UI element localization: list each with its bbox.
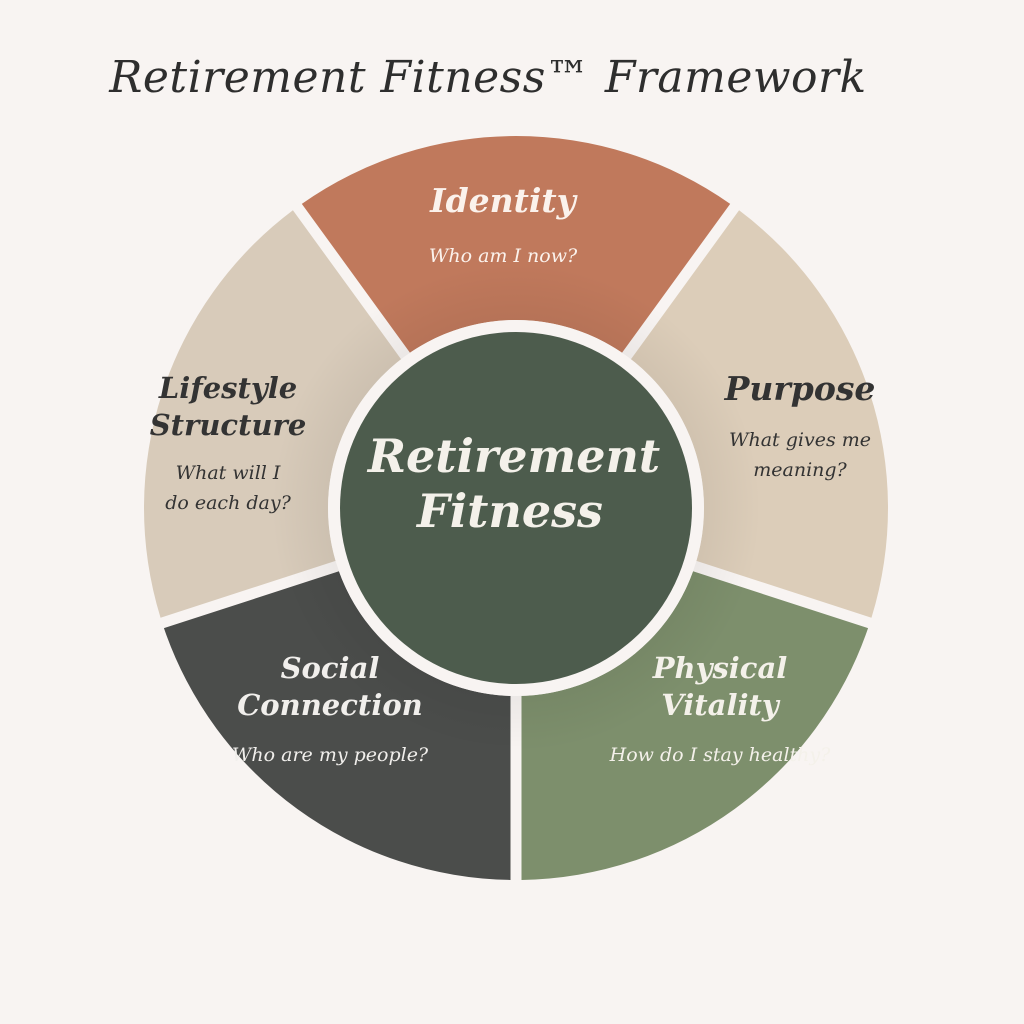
center-circle	[340, 332, 692, 684]
segment-lifestyle-structure-question-line: What will I	[176, 462, 281, 484]
segment-identity-title-line: Identity	[429, 181, 579, 220]
segment-purpose-title-line: Purpose	[724, 369, 876, 408]
segment-purpose-question-line: What gives me	[729, 429, 871, 451]
segment-lifestyle-structure-question-line: do each day?	[165, 492, 291, 514]
segment-physical-vitality-title-line: Vitality	[661, 688, 781, 722]
diagram-title: Retirement Fitness™ Framework	[109, 52, 867, 103]
segment-physical-vitality-question-line: How do I stay healthy?	[609, 744, 831, 766]
segment-purpose-question-line: meaning?	[753, 459, 847, 481]
center-title-line1: Retirement	[366, 429, 660, 483]
segment-physical-vitality-title-line: Physical	[652, 651, 788, 685]
segment-lifestyle-structure-title-line: Structure	[150, 408, 307, 442]
segment-social-connection-title-line: Connection	[237, 688, 423, 722]
center-title-line2: Fitness	[415, 484, 603, 538]
segment-lifestyle-structure-title-line: Lifestyle	[158, 371, 297, 405]
segment-social-connection-question-line: Who are my people?	[232, 744, 429, 766]
segment-identity-question-line: Who am I now?	[429, 245, 578, 267]
segment-social-connection-title-line: Social	[281, 651, 380, 685]
